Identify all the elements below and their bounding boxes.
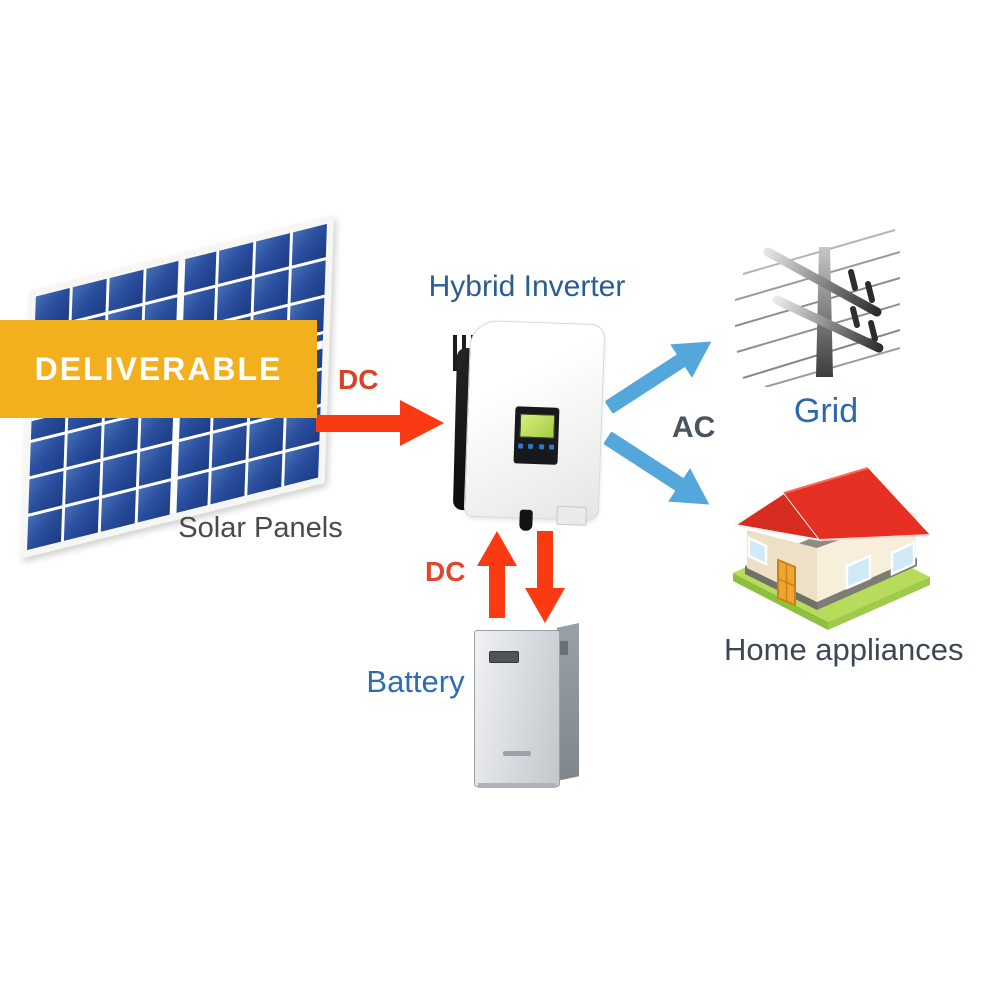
arrow-head	[477, 531, 517, 566]
dc-flow-label: DC	[338, 364, 379, 395]
arrow-shaft	[489, 561, 505, 618]
ac-arrow-to-grid-icon	[604, 324, 723, 415]
solar-cell	[181, 251, 217, 294]
deliverable-banner-label: DELIVERABLE	[34, 350, 283, 387]
window	[845, 554, 872, 590]
arrow-head	[525, 588, 565, 623]
window	[747, 536, 768, 566]
inverter-buttons	[518, 443, 555, 450]
solar-cell	[65, 462, 101, 505]
arrow-shaft	[316, 415, 402, 432]
solar-cell	[248, 416, 284, 459]
solar-cell	[27, 508, 63, 551]
inverter-display	[513, 406, 560, 465]
battery-label: Battery	[366, 664, 465, 699]
solar-cell	[212, 425, 248, 468]
solar-cell	[217, 278, 253, 321]
dc-arrow-up-icon	[477, 531, 517, 619]
inverter-lcd-screen	[519, 413, 556, 439]
solar-cell	[210, 462, 246, 505]
dc-battery-flow-label: DC	[425, 556, 466, 587]
hybrid-inverter-icon	[437, 318, 609, 531]
grid-label: Grid	[793, 392, 859, 430]
solar-panels-label: Solar Panels	[178, 512, 343, 544]
arrow-shaft	[537, 531, 553, 591]
solar-cell	[66, 425, 102, 468]
solar-cell	[284, 443, 320, 486]
solar-cell	[28, 471, 64, 514]
solar-cell	[103, 416, 139, 459]
arrow-head	[400, 400, 444, 446]
solar-cell	[144, 260, 180, 303]
solar-cell	[29, 434, 65, 477]
solar-cell	[291, 223, 327, 266]
battery-base	[478, 783, 556, 788]
solar-cell	[218, 242, 254, 285]
ac-flow-label: AC	[672, 411, 716, 444]
battery-vent	[560, 641, 568, 655]
battery-side-panel	[557, 623, 579, 781]
home-appliances-label: Home appliances	[724, 632, 964, 667]
solar-cell	[138, 443, 174, 486]
solar-cell	[71, 278, 107, 321]
arrow-shaft	[604, 353, 687, 414]
solar-cell	[108, 269, 144, 312]
hybrid-inverter-label: Hybrid Inverter	[428, 270, 626, 303]
solar-cell	[101, 453, 137, 496]
dc-arrow-down-icon	[525, 531, 565, 623]
utility-pole-icon	[735, 222, 900, 387]
window	[890, 541, 916, 576]
battery-display-slot	[489, 651, 519, 663]
solar-cell	[253, 269, 289, 312]
inverter-body	[463, 319, 606, 531]
house-icon	[733, 448, 933, 633]
solar-cell	[247, 453, 283, 496]
battery-cabinet-icon	[470, 617, 582, 789]
inverter-connector	[519, 509, 533, 531]
battery-logo	[503, 751, 531, 756]
solar-cell	[63, 498, 99, 541]
roof-main	[784, 468, 930, 540]
battery-front-panel	[474, 630, 560, 788]
solar-cell	[174, 471, 210, 514]
inverter-connector	[556, 505, 588, 526]
solar-cell	[255, 233, 291, 276]
deliverable-banner: DELIVERABLE	[0, 320, 317, 418]
solar-cell	[100, 489, 136, 532]
solar-cell	[290, 260, 326, 303]
solar-cell	[175, 434, 211, 477]
dc-arrow-right-icon	[316, 400, 444, 446]
